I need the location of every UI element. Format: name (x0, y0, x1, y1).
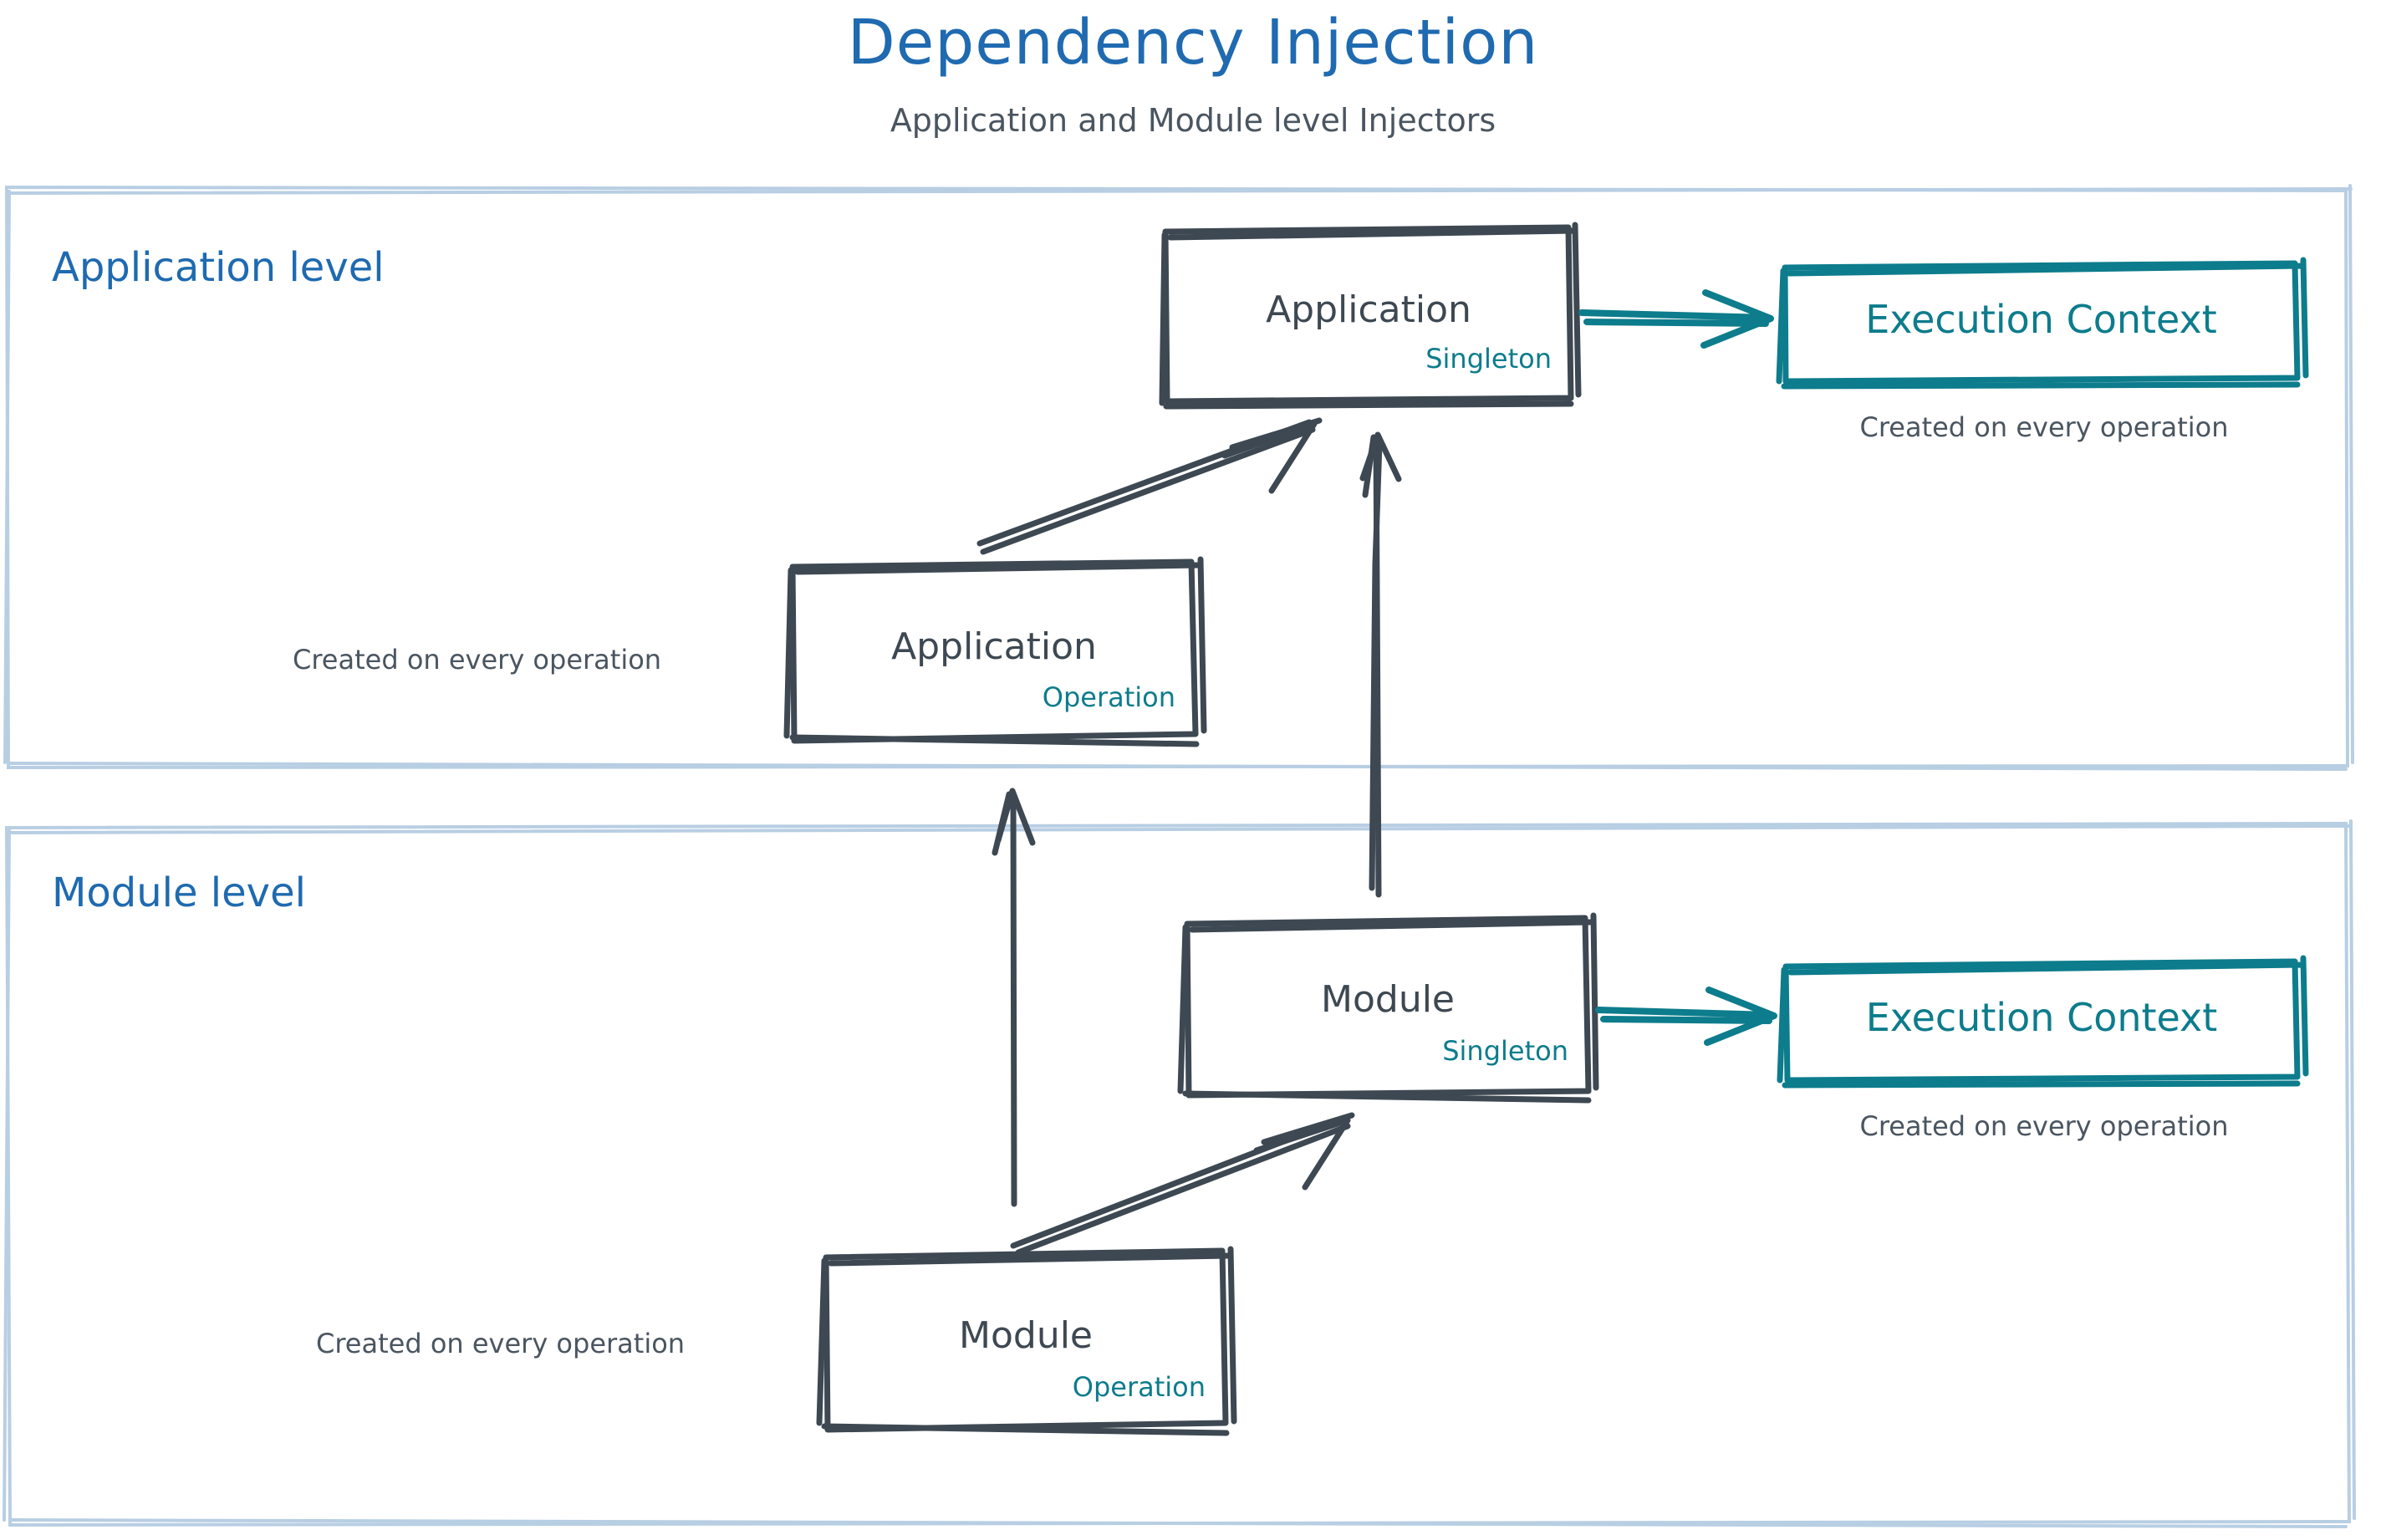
node-application-operation-label[interactable]: Application (891, 625, 1097, 668)
panel-application-level-frame (3, 184, 2354, 771)
node-module-singleton-label[interactable]: Module (1321, 978, 1455, 1021)
node-application-execution-context-label[interactable]: Execution Context (1865, 297, 2217, 342)
node-module-operation-outline (816, 1246, 1237, 1436)
panel-title-module-level: Module level (52, 869, 306, 916)
edge-module-singleton-to-execution-context (1595, 987, 1777, 1046)
node-module-singleton-outline (1177, 912, 1599, 1104)
node-application-singleton-scope: Singleton (1425, 343, 1552, 375)
panel-title-application-level: Application level (52, 244, 385, 291)
node-application-singleton-outline (1159, 222, 1582, 410)
node-module-singleton-scope: Singleton (1442, 1035, 1568, 1067)
page-title: Dependency Injection (847, 7, 1539, 79)
note-module-operation: Created on every operation (316, 1328, 686, 1359)
edge-app-operation-to-app-singleton (976, 417, 1323, 555)
note-application-execution-context: Created on every operation (1859, 411, 2229, 443)
node-module-operation-scope: Operation (1072, 1371, 1206, 1403)
node-module-execution-context-label[interactable]: Execution Context (1865, 995, 2218, 1040)
edge-app-singleton-to-execution-context (1578, 289, 1774, 349)
note-module-execution-context: Created on every operation (1859, 1110, 2229, 1142)
panel-module-level-frame (3, 819, 2356, 1528)
node-module-operation-label[interactable]: Module (959, 1314, 1093, 1357)
page-subtitle: Application and Module level Injectors (890, 102, 1496, 139)
edge-module-operation-to-module-singleton (1010, 1112, 1355, 1256)
edge-module-singleton-to-app-singleton (1359, 431, 1402, 898)
node-application-operation-outline (783, 556, 1207, 747)
node-application-execution-context-outline (1776, 257, 2309, 390)
edge-module-operation-to-app-operation (992, 788, 1036, 1207)
node-application-operation-scope: Operation (1042, 681, 1175, 713)
note-application-operation: Created on every operation (293, 644, 662, 676)
node-application-singleton-label[interactable]: Application (1266, 288, 1471, 331)
node-module-execution-context-outline (1777, 955, 2309, 1089)
